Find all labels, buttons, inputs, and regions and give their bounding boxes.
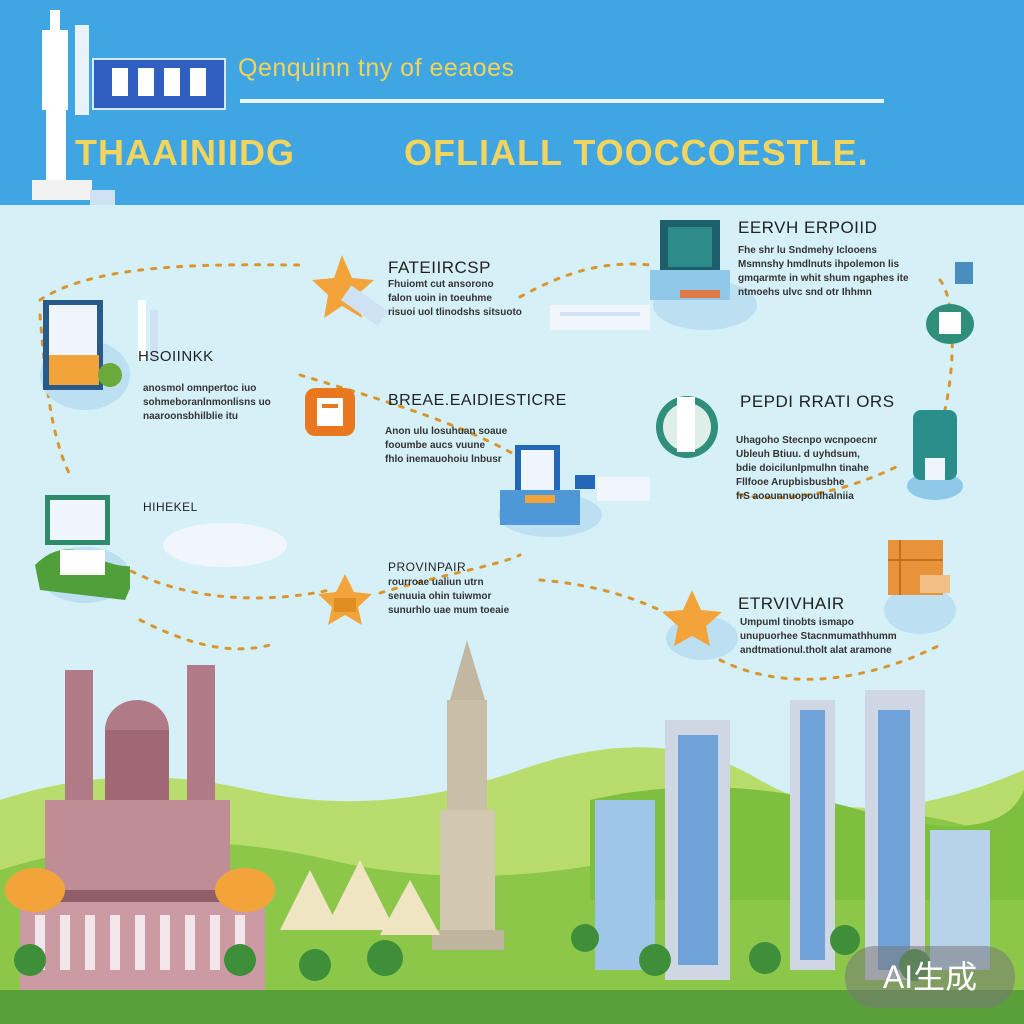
map-card-icon bbox=[35, 495, 130, 603]
ai-generated-watermark: AI生成 bbox=[845, 946, 1015, 1008]
item-body-5: Uhagoho Stecnpo wcnpoecnr Ubleuh Btiuu. … bbox=[736, 435, 878, 502]
monitor-icon bbox=[650, 220, 757, 330]
tower-icon bbox=[32, 10, 115, 205]
header-badge bbox=[92, 58, 226, 110]
item-body-2: Fhe shr lu Sndmehy Iclooens Msmnshy hmdl… bbox=[738, 245, 909, 298]
cityscape-illustration bbox=[0, 640, 1024, 1024]
item-body-4: Anon ulu losuhuan soaue fooumbe aucs vuu… bbox=[385, 426, 508, 465]
header-title-left: THAAINIIDG bbox=[75, 132, 295, 173]
document-icon bbox=[550, 305, 650, 330]
header-subtitle: Qenquinn tny of eeaoes bbox=[238, 54, 515, 82]
item-body-8: Umpuml tinobts ismapo unupuorhee Stacnmu… bbox=[740, 617, 897, 656]
item-title-6: HIHEKEL bbox=[143, 500, 198, 514]
item-title-3: HSOIINKK bbox=[138, 348, 214, 365]
item-title-4: BREAE.EAIDIESTICRE bbox=[388, 392, 567, 409]
item-title-1: FATEIIRCSP bbox=[388, 258, 491, 277]
header-title-right: OFLIALL TOOCCOESTLE. bbox=[404, 132, 869, 173]
tower-small-icon bbox=[138, 300, 158, 360]
item-body-7: rourroae ualiun utrn senuuia ohin tuiwmo… bbox=[388, 577, 510, 616]
item-title-8: ETRVIVHAIR bbox=[738, 594, 845, 613]
grid-sign-icon bbox=[884, 540, 956, 634]
item-title-7: PROVINPAIR bbox=[388, 560, 467, 574]
star-pin-icon bbox=[662, 590, 738, 660]
building-card-icon bbox=[40, 300, 130, 410]
star-icon bbox=[312, 255, 389, 326]
label-strip-icon bbox=[575, 475, 650, 501]
modern-towers bbox=[595, 690, 990, 980]
item-title-5: PEPDI RRATI ORS bbox=[740, 392, 895, 411]
mug-icon bbox=[907, 410, 963, 500]
header-banner: Qenquinn tny of eeaoes THAAINIIDG OFLIAL… bbox=[0, 0, 1024, 205]
tablet-icon bbox=[498, 445, 602, 537]
monument-tower bbox=[432, 640, 504, 950]
calendar-icon bbox=[305, 388, 355, 436]
star-badge-icon bbox=[318, 574, 372, 625]
capitol-building bbox=[5, 665, 275, 995]
cloud-map-icon bbox=[163, 523, 287, 567]
item-title-2: EERVH ERPOIID bbox=[738, 218, 878, 237]
header-divider bbox=[240, 99, 884, 103]
item-body-3: anosmol omnpertoc iuo sohmeboranlnmonlis… bbox=[143, 383, 271, 422]
cup-icon bbox=[926, 262, 974, 344]
pen-badge-icon bbox=[656, 396, 718, 458]
item-body-1: Fhuiomt cut ansorono falon uoin in toeuh… bbox=[388, 279, 522, 318]
